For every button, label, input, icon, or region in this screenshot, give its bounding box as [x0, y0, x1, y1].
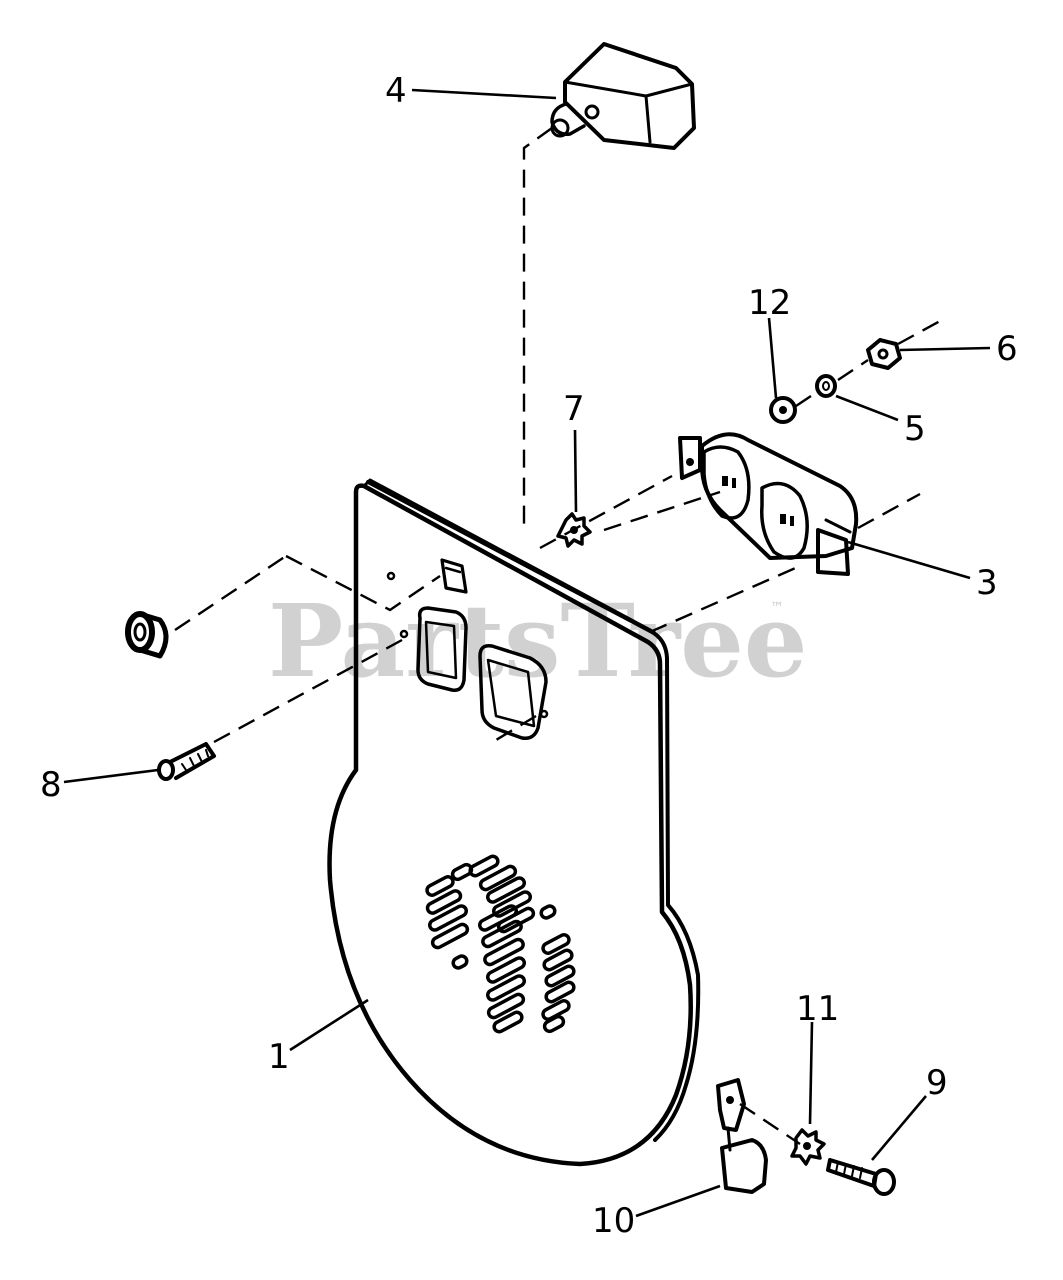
- callout-4: 4: [385, 71, 407, 111]
- part-9-screw: [826, 1158, 896, 1196]
- callout-10: 10: [592, 1201, 635, 1241]
- knurled-nut: [125, 611, 169, 659]
- vent-slot: [541, 933, 571, 955]
- vent-slot: [451, 954, 469, 970]
- vent-slot: [492, 1010, 524, 1034]
- watermark: PartsTree ™: [268, 582, 808, 700]
- part-6-hex-nut: [866, 338, 902, 370]
- vent-slot: [478, 904, 518, 932]
- vent-slot: [468, 854, 500, 878]
- part-11-star-washer: [790, 1128, 826, 1166]
- callout-11: 11: [796, 989, 839, 1029]
- callout-1: 1: [268, 1037, 290, 1077]
- vent-slot: [539, 904, 557, 920]
- vent-slot: [430, 922, 470, 950]
- part-4-switch: [550, 42, 696, 150]
- vent-slot: [486, 956, 526, 984]
- vent-slot: [425, 889, 463, 915]
- callout-8: 8: [40, 765, 62, 805]
- vent-slot: [544, 964, 576, 988]
- callout-labels: 4 7 12 6 5 3 8 1 11 9 10: [40, 71, 1018, 1241]
- callout-3: 3: [976, 563, 998, 603]
- part-8-screw: [157, 742, 216, 781]
- vent-slot: [544, 980, 576, 1004]
- vent-slot: [483, 937, 525, 967]
- vent-slot: [478, 864, 518, 892]
- part-1-control-panel: [327, 478, 701, 1167]
- vent-slot: [481, 919, 523, 949]
- vent-slot: [486, 992, 526, 1020]
- part-3-receptacle: [678, 432, 859, 576]
- vent-slot: [542, 1014, 566, 1034]
- callout-5: 5: [904, 409, 926, 449]
- watermark-text: PartsTree: [268, 582, 808, 700]
- watermark-trademark: ™: [770, 600, 784, 616]
- part-12-washer: [769, 396, 797, 424]
- vent-slot: [541, 999, 571, 1021]
- vent-slot: [428, 904, 468, 932]
- callout-6: 6: [996, 329, 1018, 369]
- vent-slot: [486, 876, 526, 904]
- vent-slots: [425, 854, 576, 1034]
- callout-9: 9: [926, 1063, 948, 1103]
- part-10-terminal: [716, 1078, 768, 1194]
- part-5-lock-washer: [815, 374, 837, 398]
- assembly-lines: [174, 127, 943, 1145]
- leader-lines: [63, 88, 991, 1218]
- vent-slot: [542, 948, 574, 972]
- vent-slot: [425, 875, 455, 897]
- vent-slot: [486, 974, 526, 1002]
- callout-12: 12: [748, 283, 791, 323]
- callout-7: 7: [563, 389, 585, 429]
